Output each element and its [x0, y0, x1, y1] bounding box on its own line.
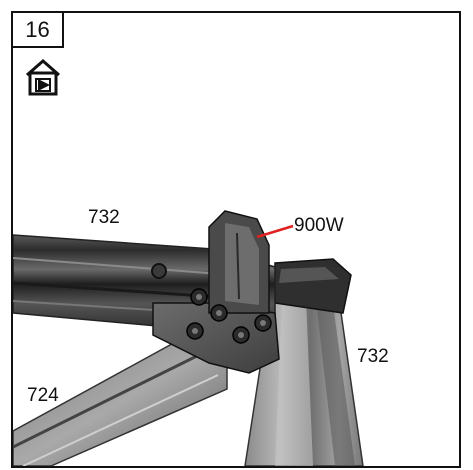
- assembly-illustration: [13, 210, 364, 466]
- step-number: 16: [13, 13, 64, 48]
- label-right-post: 732: [357, 346, 389, 367]
- bracket-callout-line: [256, 224, 294, 239]
- instruction-panel: 16 732 900W 732 724: [11, 11, 461, 468]
- label-bracket: 900W: [294, 215, 344, 236]
- label-diagonal: 724: [27, 385, 59, 406]
- bolts: [186, 288, 272, 344]
- label-top-beam: 732: [88, 207, 120, 228]
- corner-bracket: [151, 210, 280, 374]
- greenhouse-inside-view-icon: [26, 59, 60, 96]
